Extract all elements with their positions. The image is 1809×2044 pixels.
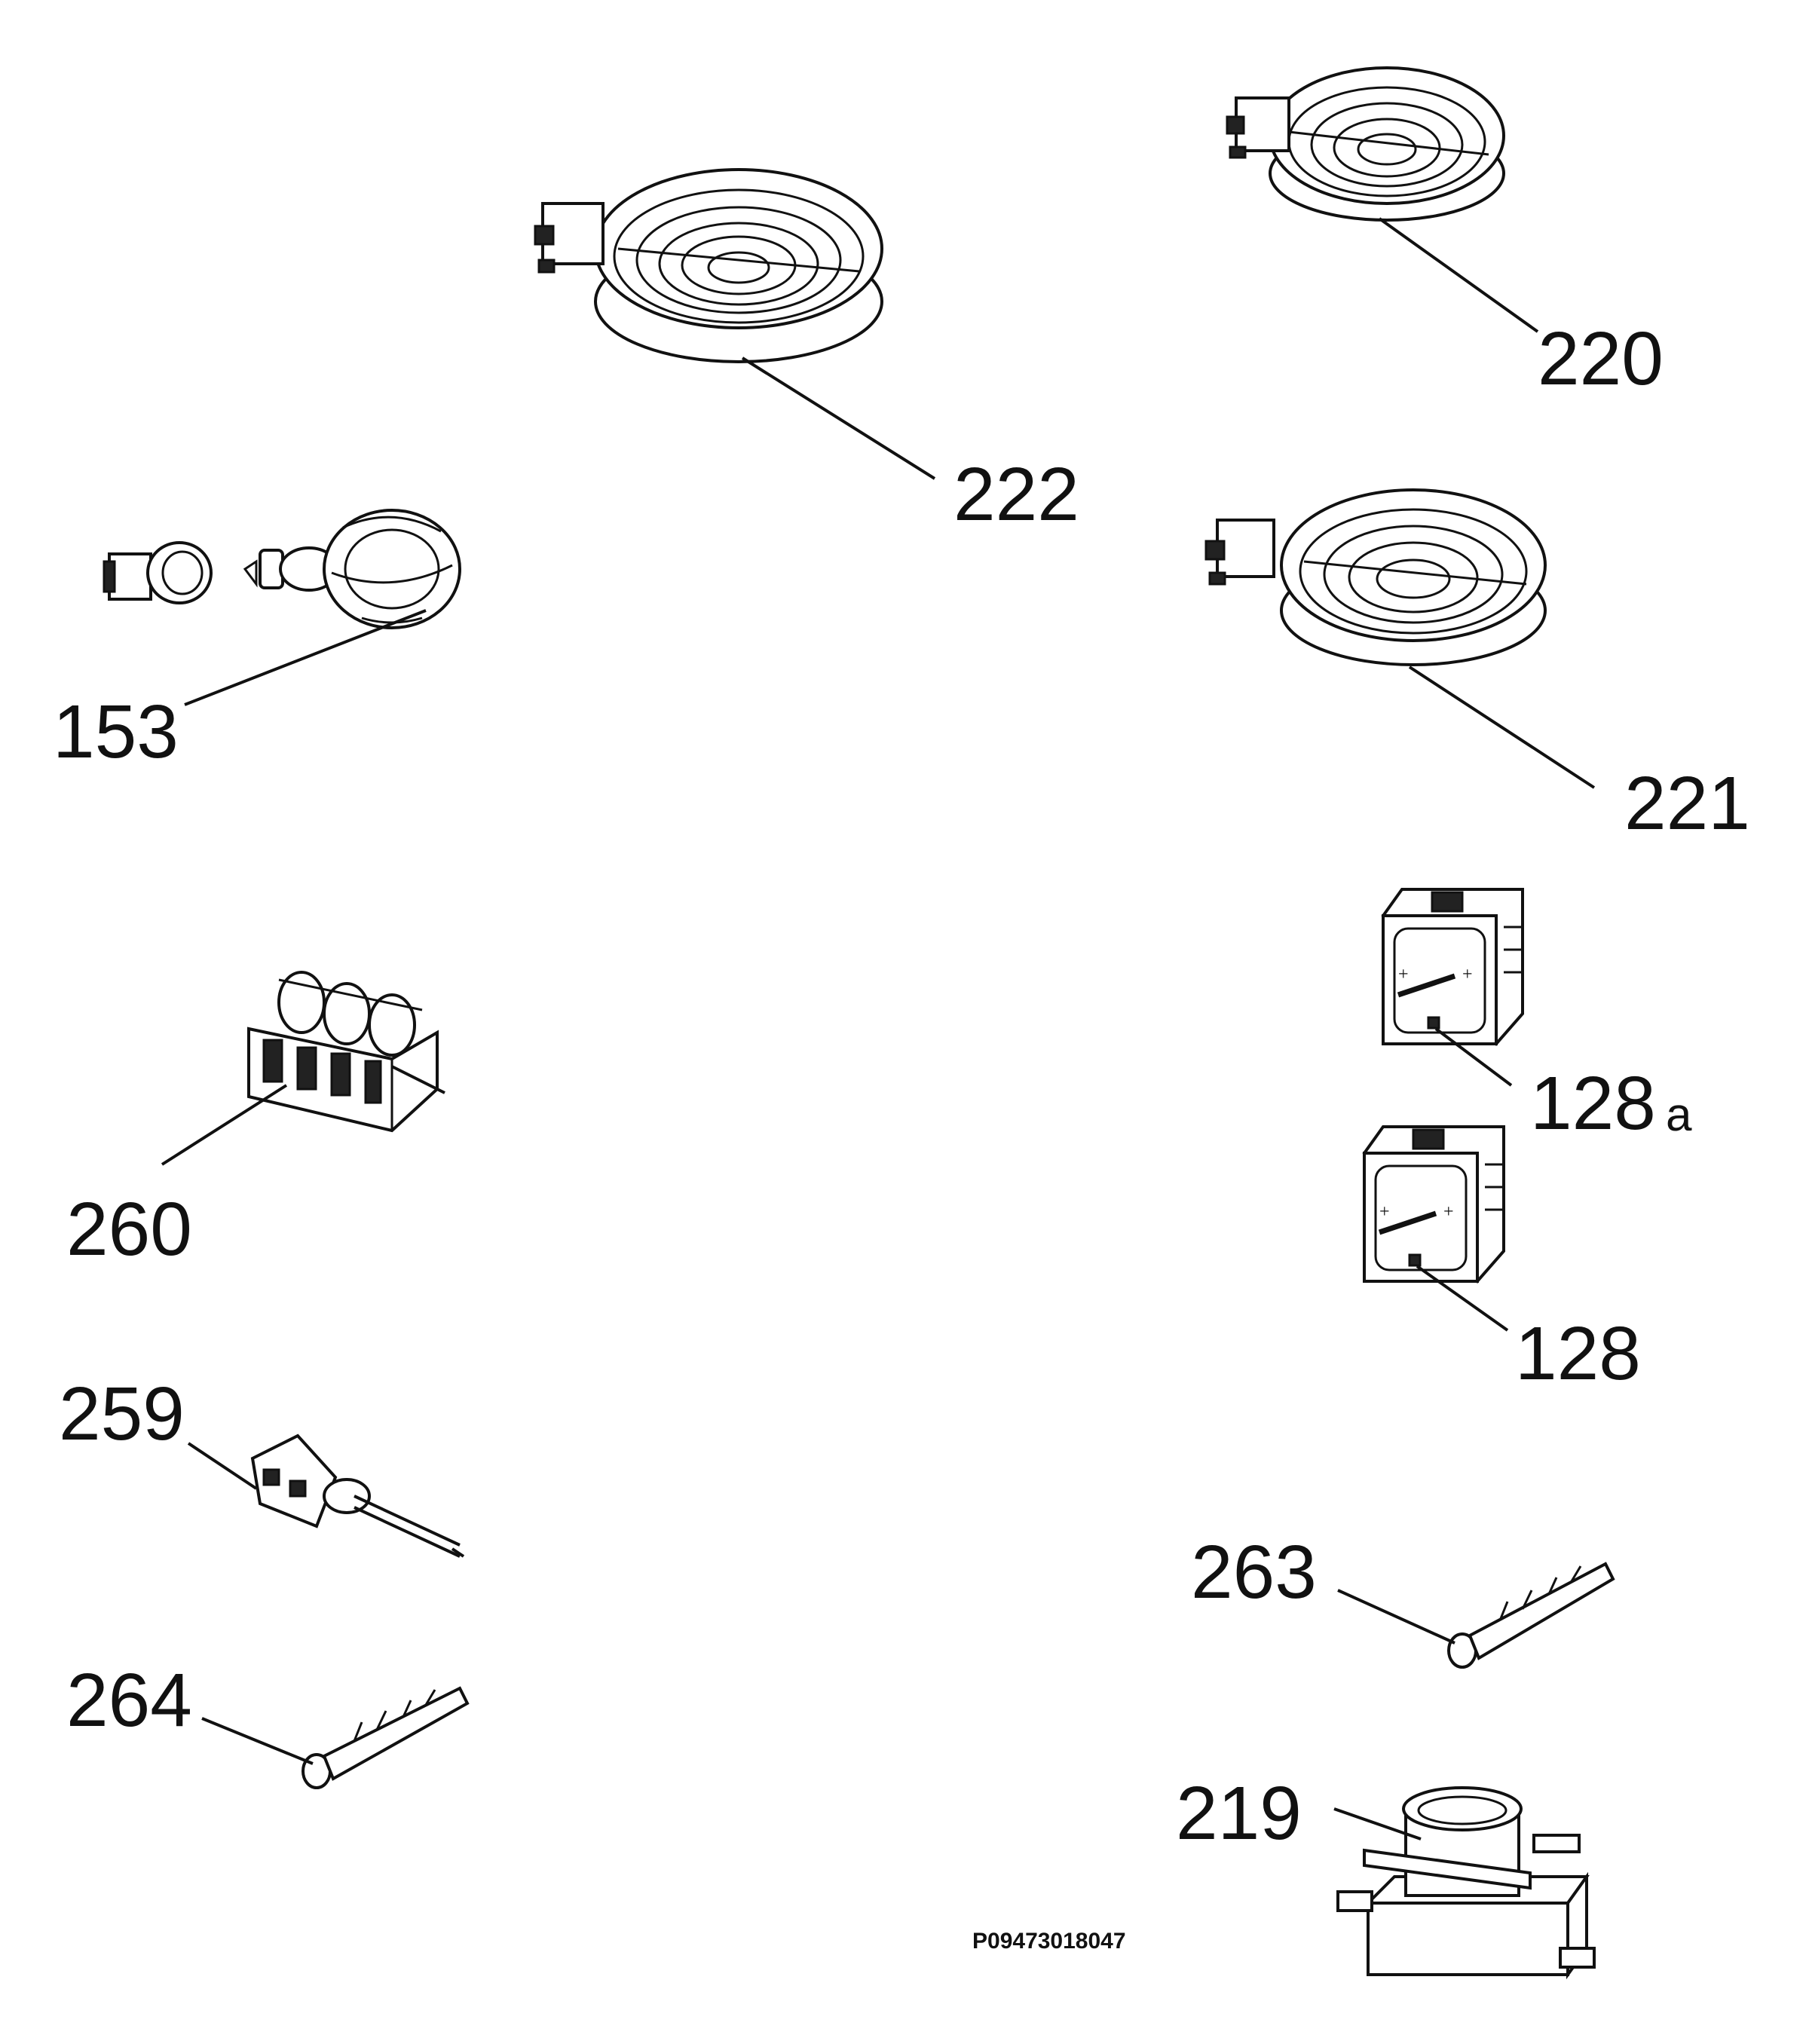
part-222-leader <box>741 356 936 480</box>
part-264-probe <box>302 1686 470 1789</box>
part-264-number: 264 <box>66 1658 192 1743</box>
part-259-number: 259 <box>59 1372 185 1456</box>
part-153-number: 153 <box>53 690 179 774</box>
part-259-switch <box>250 1434 465 1558</box>
part-128-energy-regulator: + + <box>1362 1125 1505 1284</box>
part-220-leader <box>1378 217 1539 333</box>
part-263-number: 263 <box>1191 1530 1317 1614</box>
svg-text:+: + <box>1462 965 1473 984</box>
part-221-leader <box>1408 666 1596 789</box>
part-263-leader <box>1337 1589 1455 1645</box>
part-221-radiant-hotplate <box>1204 488 1547 666</box>
part-220-radiant-hotplate <box>1226 66 1505 222</box>
part-219-leader <box>1333 1807 1422 1841</box>
part-222-radiant-hotplate <box>534 168 883 363</box>
part-128-number: 128 <box>1515 1311 1641 1396</box>
document-code: P09473018047 <box>972 1929 1126 1954</box>
part-128-leader <box>1416 1265 1509 1332</box>
part-153-knob-assembly <box>103 509 461 629</box>
part-260-selector-switch <box>247 971 445 1133</box>
part-128a-number: 128 <box>1530 1061 1656 1146</box>
svg-text:+: + <box>1379 1202 1390 1222</box>
part-219-number: 219 <box>1176 1771 1302 1856</box>
part-221-number: 221 <box>1624 761 1750 846</box>
part-153-leader <box>184 609 427 706</box>
part-219-limiter <box>1336 1786 1596 1980</box>
svg-text:+: + <box>1443 1202 1454 1222</box>
part-222-number: 222 <box>953 452 1079 537</box>
part-263-probe <box>1447 1562 1615 1669</box>
part-128a-suffix: a <box>1666 1089 1692 1141</box>
part-264-leader <box>201 1717 314 1765</box>
part-260-number: 260 <box>66 1187 192 1271</box>
part-260-leader <box>161 1084 288 1166</box>
part-220-number: 220 <box>1538 317 1664 401</box>
svg-text:+: + <box>1398 965 1409 984</box>
part-128a-leader <box>1434 1027 1513 1087</box>
part-128a-energy-regulator: + + <box>1381 888 1524 1047</box>
part-259-leader <box>187 1442 258 1490</box>
